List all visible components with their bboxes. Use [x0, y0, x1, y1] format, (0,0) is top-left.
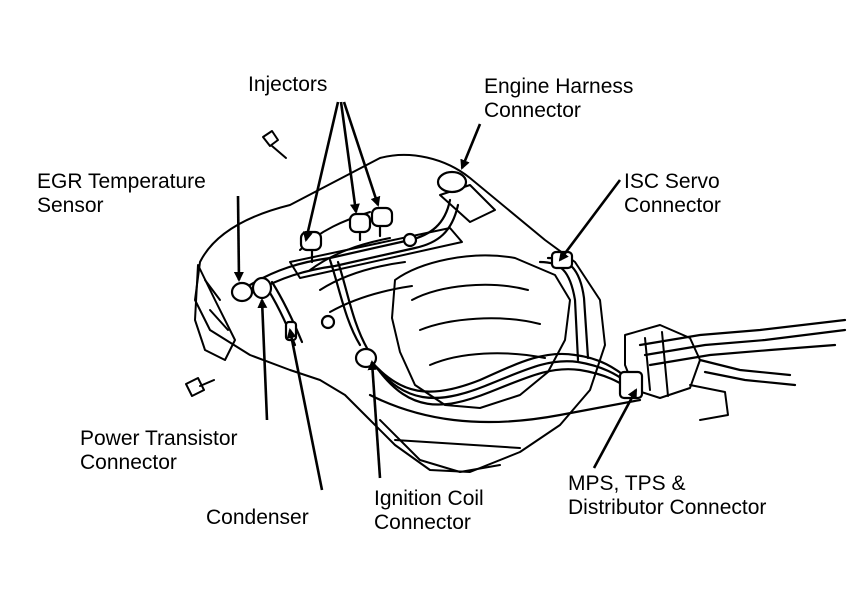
arrow-injectors-1 [302, 101, 340, 242]
label-injectors: Injectors [248, 73, 327, 97]
wiring-harness [248, 198, 847, 424]
label-injectors-text: Injectors [248, 73, 328, 96]
arrow-egr-sensor [233, 195, 244, 282]
arrow-condenser [286, 328, 324, 491]
label-engine-harness-line1: Engine Harness [484, 75, 634, 98]
label-power-transistor-line2: Connector [80, 451, 177, 474]
harness-clip-1 [320, 314, 336, 330]
label-ignition-coil-line1: Ignition Coil [374, 487, 484, 510]
label-mps-tps-line1: MPS, TPS & [568, 472, 686, 495]
arrow-isc-servo [558, 179, 622, 262]
label-power-transistor-line1: Power Transistor [80, 427, 238, 450]
label-egr-sensor-line1: EGR Temperature [37, 170, 206, 193]
label-egr-sensor-line2: Sensor [37, 194, 104, 217]
arrow-injectors-2 [339, 101, 360, 214]
label-engine-harness-line2: Connector [484, 99, 581, 122]
isc-servo-plug [550, 250, 574, 270]
label-ignition-coil: Ignition Coil Connector [374, 487, 484, 535]
label-isc-servo: ISC Servo Connector [624, 170, 721, 218]
label-condenser-text: Condenser [206, 506, 309, 529]
arrow-engine-harness [460, 123, 482, 170]
engine-harness-plug [436, 170, 468, 194]
label-egr-sensor: EGR Temperature Sensor [37, 170, 206, 218]
label-isc-servo-line1: ISC Servo [624, 170, 720, 193]
label-mps-tps: MPS, TPS & Distributor Connector [568, 472, 766, 520]
power-transistor-plug [251, 276, 273, 300]
injector-connector-1 [299, 230, 323, 252]
egr-sensor-connector [230, 281, 254, 303]
label-mps-tps-line2: Distributor Connector [568, 496, 767, 519]
label-condenser: Condenser [206, 506, 309, 530]
label-engine-harness: Engine Harness Connector [484, 75, 633, 123]
label-isc-servo-line2: Connector [624, 194, 721, 217]
harness-clip-2 [402, 232, 418, 248]
arrow-power-transistor [257, 298, 269, 421]
arrow-mps-tps [592, 388, 638, 469]
label-power-transistor: Power Transistor Connector [80, 427, 238, 475]
label-ignition-coil-line2: Connector [374, 511, 471, 534]
injector-connector-2 [348, 212, 372, 234]
injector-connector-3 [370, 206, 394, 228]
arrow-injectors-3 [342, 101, 381, 207]
leader-arrows [233, 101, 638, 491]
arrow-ignition-coil [367, 360, 382, 479]
mps-tps-plug [618, 370, 644, 400]
